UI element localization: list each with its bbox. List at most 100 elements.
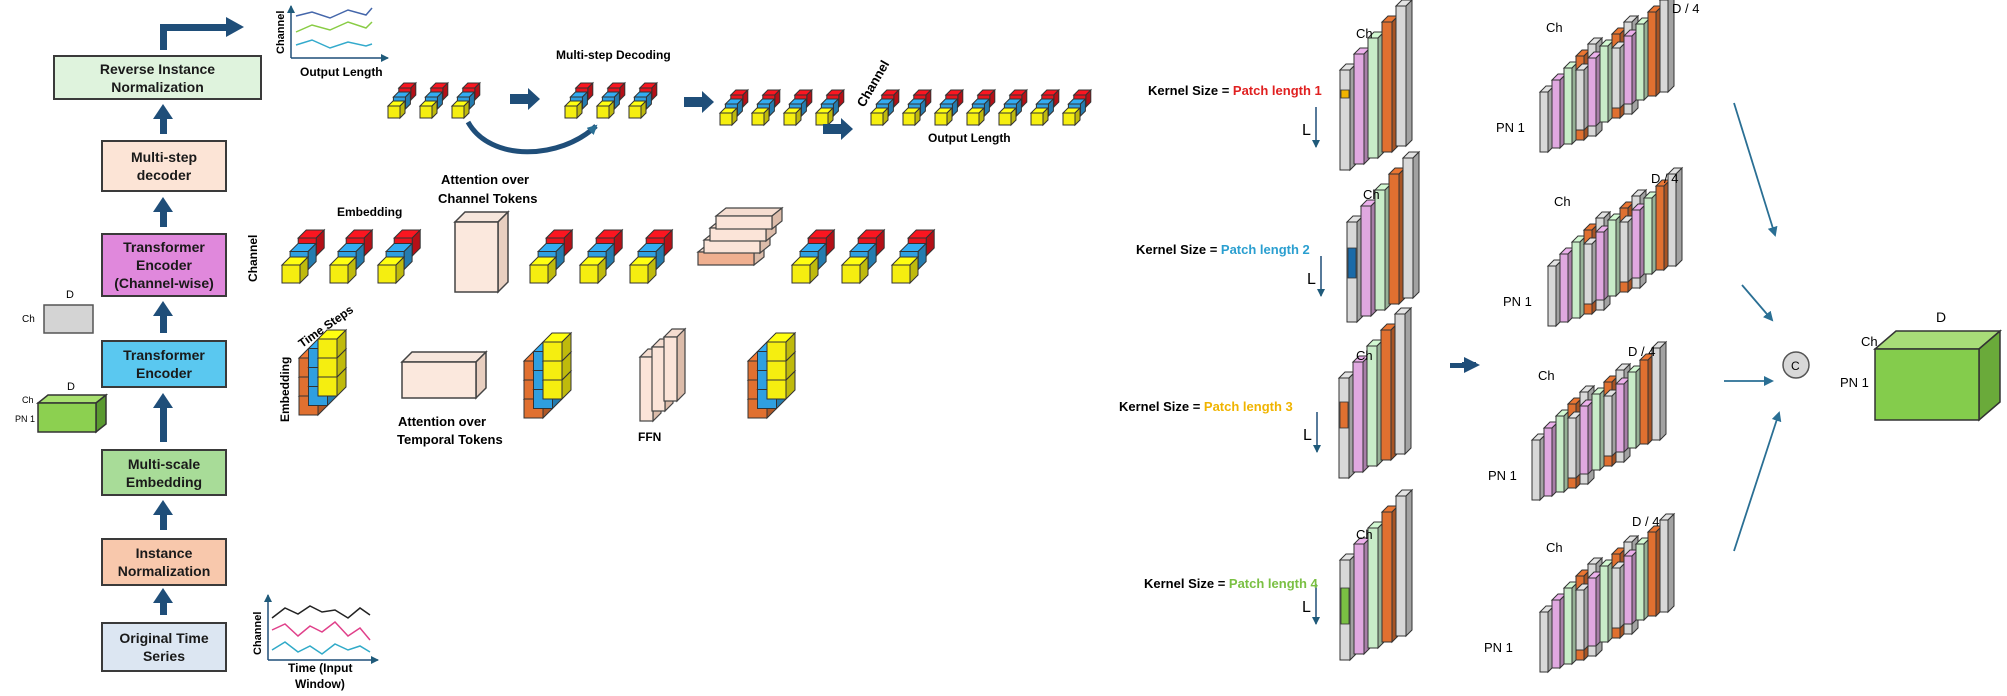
yellow-token-cube	[997, 106, 1018, 127]
ch-label: Ch	[1356, 527, 1373, 542]
patch-embedding-stack: ChL	[1302, 488, 1414, 662]
attention-temporal-label-2: Temporal Tokens	[397, 432, 503, 447]
yellow-token-cube	[765, 331, 797, 363]
yellow-token-cube	[595, 99, 616, 120]
final-pn1-label: PN 1	[1840, 375, 1869, 390]
final-ch-label: Ch	[1861, 334, 1878, 349]
up-arrow-icon	[153, 104, 173, 134]
kernel-size-label-2: Kernel Size = Patch length 2	[1136, 242, 1310, 257]
branch-arrow-icon	[1450, 357, 1480, 373]
decoding-arrow-icon	[510, 88, 853, 140]
attention-temporal-label-1: Attention over	[398, 414, 486, 429]
kernel-size-label-3: Kernel Size = Patch length 3	[1119, 399, 1293, 414]
yellow-token-cube	[528, 255, 558, 285]
patch-embedding-stack: ChL	[1307, 150, 1421, 324]
kernel-size-label-1: Kernel Size = Patch length 1	[1148, 83, 1322, 98]
ch-label: Ch	[1363, 187, 1380, 202]
patch-highlight	[1340, 89, 1350, 99]
patched-feature-group: D / 4 Ch PN 1	[1488, 340, 1668, 502]
mini-pn1-label: PN 1	[15, 414, 35, 424]
yellow-token-cube	[718, 106, 739, 127]
patch-highlight	[1347, 247, 1357, 279]
pn1-label: PN 1	[1488, 468, 1517, 483]
yellow-token-cube	[316, 328, 348, 360]
reverse-instance-normalization-box: Reverse Instance Normalization	[53, 55, 262, 100]
concat-node: C	[1782, 351, 1810, 379]
yellow-token-cube	[280, 255, 310, 285]
patched-bar	[1666, 166, 1684, 268]
yellow-token-cube	[627, 99, 648, 120]
yellow-token-cube	[750, 106, 771, 127]
l-label: L	[1302, 122, 1311, 139]
feature-bar	[1393, 306, 1413, 456]
attention-channel-label-1: Attention over	[441, 172, 529, 187]
d4-label: D / 4	[1628, 344, 1655, 359]
feature-bar	[1394, 488, 1414, 638]
mini-token-pn-ch-d: D Ch PN 1	[15, 381, 109, 434]
pn1-label: PN 1	[1484, 640, 1513, 655]
mini-d-label: D	[66, 289, 74, 301]
up-arrow-icon	[153, 301, 173, 333]
patched-bar	[1658, 512, 1676, 614]
feature-bar	[1401, 150, 1421, 300]
up-arrow-icon	[153, 197, 173, 227]
yellow-token-cube	[628, 255, 658, 285]
patched-bar	[1650, 340, 1668, 442]
multi-step-decoder-box: Multi-step decoder	[101, 140, 227, 192]
multi-scale-embedding-box: Multi-scale Embedding	[101, 449, 227, 496]
pipeline-arrows	[153, 17, 244, 615]
up-arrow-icon	[153, 588, 173, 615]
yellow-token-cube	[890, 255, 920, 285]
yellow-token-cube	[376, 255, 406, 285]
patched-feature-group: D / 4 Ch PN 1	[1484, 512, 1676, 674]
pn1-label: PN 1	[1503, 294, 1532, 309]
input-plot-xlabel-1: Time (Input	[288, 661, 352, 675]
ch-label: Ch	[1538, 368, 1555, 383]
mini-d-label-2: D	[67, 381, 75, 393]
patch-embedding-stack: ChL	[1302, 0, 1413, 172]
ffn-block-bottom	[638, 327, 687, 423]
mini-ch-label: Ch	[22, 314, 35, 325]
transformer-encoder-channel-wise-box: Transformer Encoder (Channel-wise)	[101, 233, 227, 297]
l-label: L	[1302, 599, 1311, 616]
input-plot-xlabel-2: Window)	[295, 677, 345, 691]
patched-bar	[1658, 0, 1675, 94]
yellow-token-cube	[450, 99, 471, 120]
yellow-token-cube	[965, 106, 986, 127]
ch-label: Ch	[1546, 20, 1563, 35]
merge-arrows	[1724, 102, 1782, 552]
l-label: L	[1303, 427, 1312, 444]
transformer-encoder-box: Transformer Encoder	[101, 340, 227, 388]
attention-channel-label-2: Channel Tokens	[438, 191, 537, 206]
instance-normalization-box: Instance Normalization	[101, 538, 227, 586]
final-d-label: D	[1936, 309, 1946, 325]
yellow-token-cube	[840, 255, 870, 285]
yellow-token-cube	[814, 106, 835, 127]
input-plot: Channel Time (Input Window)	[252, 594, 379, 691]
multi-step-decoding-label: Multi-step Decoding	[556, 48, 671, 62]
mini-token-ch-d: D Ch	[22, 289, 94, 334]
up-arrow-icon	[153, 393, 173, 442]
patch-highlight	[1340, 587, 1350, 625]
token-cubes	[280, 81, 1093, 420]
attention-temporal-block	[400, 350, 488, 400]
d4-label: D / 4	[1651, 171, 1678, 186]
yellow-token-cube	[1061, 106, 1082, 127]
output-plot: Channel Output Length	[275, 5, 389, 79]
patch-length-3: Patch length 3	[1204, 399, 1293, 414]
output-plot-xlabel: Output Length	[300, 65, 383, 79]
attention-channel-block	[453, 210, 510, 294]
yellow-token-cube	[418, 99, 439, 120]
up-arrow-icon	[153, 500, 173, 530]
final-output-cube: D Ch PN 1	[1840, 309, 2003, 422]
embedding-label: Embedding	[337, 205, 402, 219]
original-time-series-box: Original Time Series	[101, 622, 227, 672]
ffn-block-top	[696, 206, 784, 267]
d4-label: D / 4	[1632, 514, 1659, 529]
ch-label: Ch	[1356, 348, 1373, 363]
yellow-token-cube	[578, 255, 608, 285]
ch-label: Ch	[1546, 540, 1563, 555]
